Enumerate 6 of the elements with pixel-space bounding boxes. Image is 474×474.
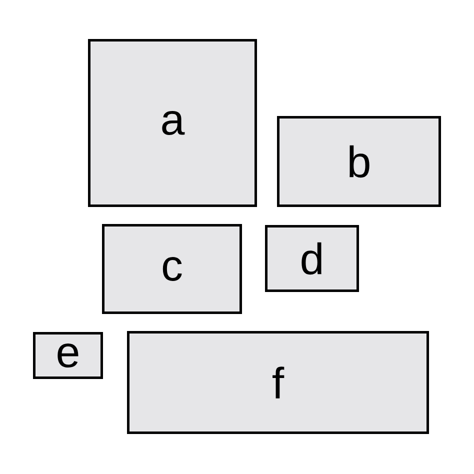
labeled-box: a (88, 39, 257, 207)
labeled-box: b (277, 116, 441, 207)
labeled-box: d (265, 225, 359, 292)
labeled-box: c (102, 224, 242, 314)
labeled-box: e (33, 332, 103, 379)
labeled-box: f (127, 331, 430, 434)
